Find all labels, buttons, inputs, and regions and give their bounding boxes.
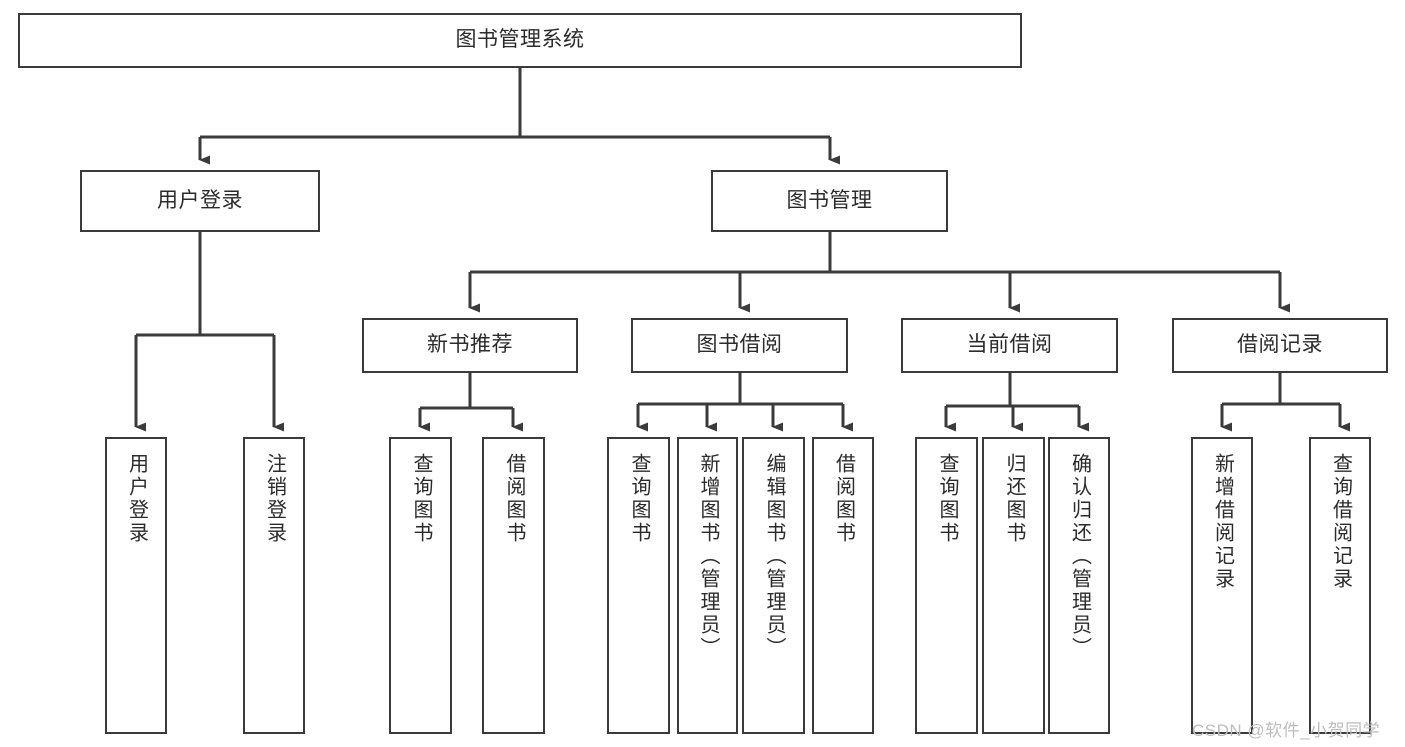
node-leaf-query-borrow-record[interactable]: 查询借阅记录 [1309, 437, 1371, 734]
node-user-login-label: 用户登录 [157, 188, 243, 212]
node-leaf-edit-book-admin[interactable]: 编辑图书（管理员） [742, 437, 805, 734]
node-leaf-add-book-admin-label: 新增图书（管理员） [697, 453, 719, 660]
node-leaf-return-book-label: 归还图书 [1003, 453, 1025, 545]
node-leaf-logout-login-label: 注销登录 [263, 453, 286, 545]
node-leaf-user-login[interactable]: 用户登录 [105, 437, 167, 734]
node-leaf-query-borrow-record-label: 查询借阅记录 [1329, 453, 1352, 591]
node-leaf-query-book-1[interactable]: 查询图书 [389, 437, 452, 734]
node-root-book-management-system[interactable]: 图书管理系统 [18, 13, 1022, 68]
node-leaf-add-borrow-record[interactable]: 新增借阅记录 [1191, 437, 1253, 734]
node-book-borrow[interactable]: 图书借阅 [631, 318, 848, 373]
node-leaf-confirm-return-admin[interactable]: 确认归还（管理员） [1048, 437, 1110, 734]
node-leaf-user-login-label: 用户登录 [125, 453, 148, 545]
node-leaf-query-book-1-label: 查询图书 [410, 453, 432, 545]
node-leaf-borrow-book-2-label: 借阅图书 [832, 453, 855, 545]
node-leaf-return-book[interactable]: 归还图书 [982, 437, 1045, 734]
node-leaf-query-book-3[interactable]: 查询图书 [915, 437, 978, 734]
csdn-watermark: CSDN @软件_小贺同学 [1192, 721, 1381, 740]
node-leaf-query-book-3-label: 查询图书 [936, 453, 958, 545]
node-new-book-recommend[interactable]: 新书推荐 [362, 318, 578, 373]
node-leaf-query-book-2-label: 查询图书 [628, 453, 650, 545]
node-leaf-query-book-2[interactable]: 查询图书 [607, 437, 670, 734]
node-leaf-logout-login[interactable]: 注销登录 [243, 437, 305, 734]
node-book-manage[interactable]: 图书管理 [711, 170, 948, 232]
node-current-borrow[interactable]: 当前借阅 [901, 318, 1118, 373]
node-user-login[interactable]: 用户登录 [80, 170, 320, 232]
node-leaf-edit-book-admin-label: 编辑图书（管理员） [763, 453, 785, 660]
node-new-book-recommend-label: 新书推荐 [427, 333, 513, 357]
node-book-borrow-label: 图书借阅 [696, 333, 783, 357]
node-leaf-confirm-return-admin-label: 确认归还（管理员） [1068, 453, 1091, 660]
node-current-borrow-label: 当前借阅 [966, 333, 1053, 357]
node-leaf-borrow-book-1-label: 借阅图书 [503, 453, 525, 545]
node-borrow-record[interactable]: 借阅记录 [1172, 318, 1388, 373]
node-leaf-borrow-book-1[interactable]: 借阅图书 [482, 437, 545, 734]
node-book-manage-label: 图书管理 [786, 188, 873, 212]
node-leaf-borrow-book-2[interactable]: 借阅图书 [812, 437, 874, 734]
node-borrow-record-label: 借阅记录 [1237, 333, 1323, 357]
node-root-label: 图书管理系统 [455, 28, 585, 52]
node-leaf-add-borrow-record-label: 新增借阅记录 [1211, 453, 1234, 591]
node-leaf-add-book-admin[interactable]: 新增图书（管理员） [677, 437, 738, 734]
